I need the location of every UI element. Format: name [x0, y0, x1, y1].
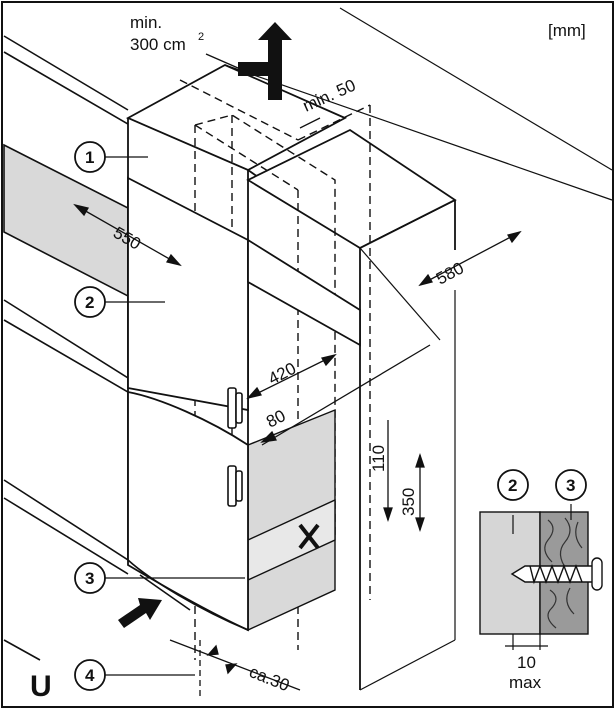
ventilation-superscript: 2: [198, 31, 204, 43]
callout-2: 2: [85, 293, 94, 312]
dim-niche-width: 420: [265, 359, 299, 389]
perspective-lines: [224, 7, 613, 691]
detail-callout-3-circle: [555, 469, 587, 501]
callout-1-circle: [74, 141, 106, 173]
dimension-lines: [73, 117, 522, 700]
dim-top-gap: min. 50: [300, 76, 359, 116]
ventilation-label-line2: 300 cm: [130, 35, 186, 54]
screw-position-mark: [298, 523, 320, 550]
detail-screw: [510, 557, 603, 591]
dim-height-350: 350: [399, 488, 418, 516]
unit-label: [mm]: [548, 21, 586, 40]
dim-height-110: 110: [369, 445, 388, 472]
base-plinth: [127, 559, 249, 631]
screw-detail-inset: [479, 504, 603, 650]
detail-screw-depth-label: max: [509, 673, 542, 692]
callout-4: 4: [85, 666, 95, 685]
callout-1: 1: [85, 148, 94, 167]
callout-circles: [74, 141, 587, 691]
callout-2-circle: [74, 286, 106, 318]
kitchen-units-left: [3, 35, 129, 661]
detail-screw-depth-value: 10: [517, 653, 536, 672]
detail-callout-2-circle: [497, 469, 529, 501]
callout-4-circle: [74, 659, 106, 691]
ventilation-label-line1: min.: [130, 13, 162, 32]
dim-bottom-gap: ca.30: [247, 662, 293, 695]
detail-callout-2: 2: [508, 476, 517, 495]
door-handles: [227, 387, 243, 507]
callout-3-circle: [74, 562, 106, 594]
airflow-arrow: [118, 598, 162, 628]
corner-symbol: U: [30, 670, 52, 703]
niche-shading: [247, 408, 336, 632]
detail-callout-3: 3: [566, 476, 575, 495]
callout-3: 3: [85, 569, 94, 588]
ventilation-arrow: [205, 22, 292, 100]
appliance-doors: [127, 176, 361, 632]
dim-offset-80: 80: [263, 406, 288, 432]
